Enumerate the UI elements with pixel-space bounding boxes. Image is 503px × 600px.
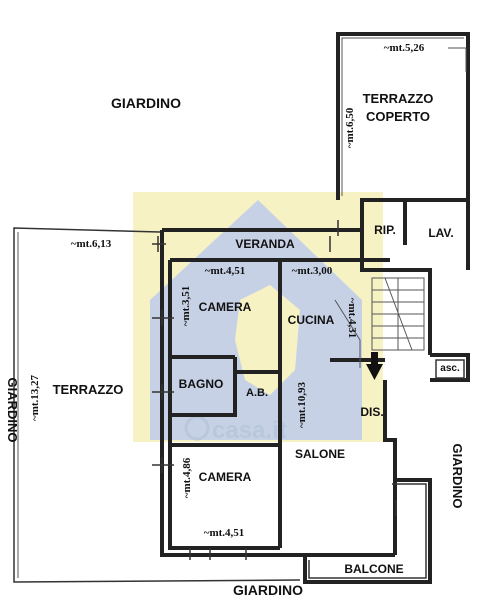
label-cucina: CUCINA: [288, 313, 335, 327]
label-giardino-right: GIARDINO: [450, 444, 465, 509]
dim-camera-bottom-width: ~mt.4,51: [204, 527, 245, 539]
label-bagno: BAGNO: [179, 377, 224, 391]
label-asc: asc.: [440, 363, 460, 374]
watermark-text: casa.it: [212, 417, 287, 444]
terrazzo-coperto-outline: [336, 32, 470, 270]
dim-terrazzo-height: ~mt.13,27: [29, 374, 41, 421]
label-veranda: VERANDA: [235, 237, 295, 251]
label-terrazzo-coperto-line1: TERRAZZO: [363, 91, 434, 106]
dim-camera-top-width: ~mt.4,51: [205, 265, 246, 277]
label-camera-bottom: CAMERA: [199, 470, 252, 484]
dim-terrazzo-width: ~mt.6,13: [71, 238, 112, 250]
label-giardino-bottom: GIARDINO: [233, 582, 303, 598]
room-labels: GIARDINO TERRAZZO COPERTO RIP. LAV. VERA…: [5, 91, 465, 598]
dim-cucina-width: ~mt.3,00: [292, 265, 333, 277]
dim-salone-height: ~mt.10,93: [296, 381, 308, 428]
staircase: [334, 277, 425, 368]
dim-cucina-height: ~mt.4,31: [346, 298, 358, 339]
dimension-labels: ~mt.5,26 ~mt.6,50 ~mt.6,13 ~mt.13,27 ~mt…: [29, 42, 425, 539]
dim-camera-bottom-height: ~mt.4,86: [181, 457, 193, 498]
dim-camera-top-height: ~mt.3,51: [180, 286, 192, 327]
stair-arrow-icon: [366, 352, 383, 380]
label-salone: SALONE: [295, 447, 345, 461]
label-camera-top: CAMERA: [199, 300, 252, 314]
terrazzo-outline: [13, 227, 301, 583]
label-dis: DIS.: [360, 405, 383, 419]
label-rip: RIP.: [374, 223, 396, 237]
dim-terrazzo-coperto-width: ~mt.5,26: [384, 42, 425, 54]
elevator-icon: [435, 359, 465, 379]
label-balcone: BALCONE: [344, 562, 403, 576]
building-walls: [160, 198, 470, 584]
watermark-inner-shape: [235, 285, 300, 395]
label-lav: LAV.: [428, 226, 453, 240]
dim-terrazzo-coperto-height: ~mt.6,50: [344, 107, 356, 148]
label-giardino-left: GIARDINO: [5, 378, 20, 443]
label-giardino-top: GIARDINO: [111, 95, 181, 111]
label-terrazzo-coperto-line2: COPERTO: [366, 109, 430, 124]
label-ab: A.B.: [246, 387, 268, 399]
label-terrazzo: TERRAZZO: [53, 382, 124, 397]
openings: [152, 220, 400, 560]
